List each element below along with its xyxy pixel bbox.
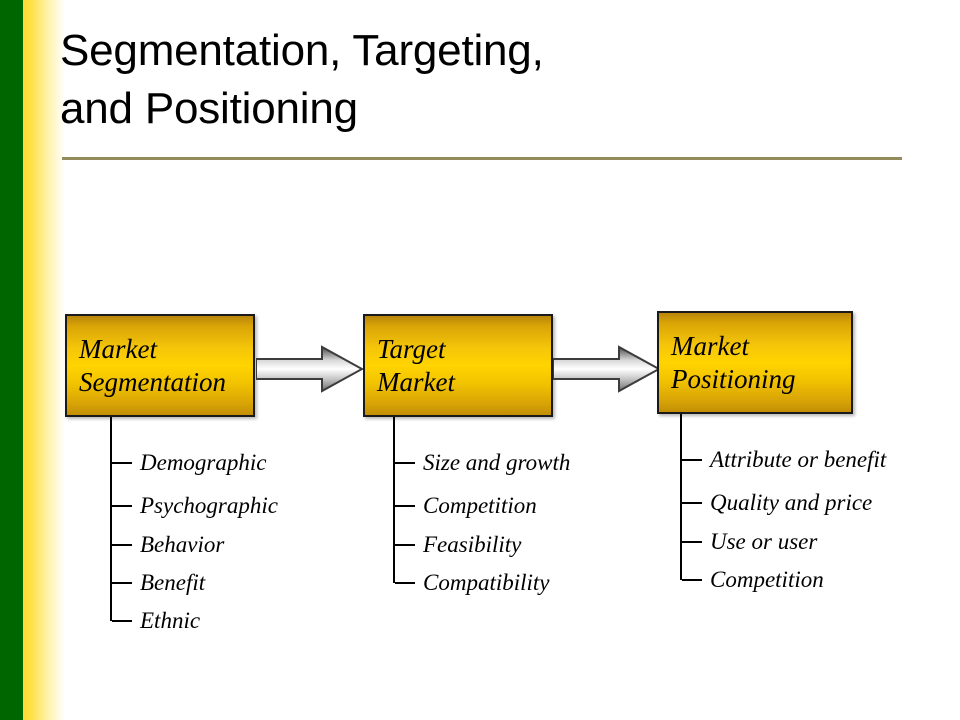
title-underline-rule: [62, 157, 902, 160]
branch-dash-icon: [112, 582, 132, 584]
branch-dash-icon: [395, 462, 415, 464]
branch-dash-icon: [682, 502, 702, 504]
branch-dash-icon: [682, 459, 702, 461]
list-item-label: Quality and price: [710, 490, 873, 515]
list-item-label: Size and growth: [423, 450, 571, 475]
list-item-label: Competition: [710, 567, 824, 592]
branch-dash-icon: [112, 544, 132, 546]
branch-dash-icon: [395, 505, 415, 507]
list-item-label: Demographic: [140, 450, 267, 475]
branch-stem: [393, 417, 395, 583]
left-yellow-gradient-stripe: [23, 0, 65, 720]
process-box-market-positioning[interactable]: Market Positioning: [657, 311, 853, 414]
process-box-label: Market Segmentation: [79, 333, 226, 397]
branch-stem: [110, 417, 112, 621]
list-item-label: Psychographic: [140, 493, 278, 518]
process-box-label: Market Positioning: [671, 330, 796, 394]
branch-dash-icon: [395, 544, 415, 546]
branch-dash-icon: [682, 541, 702, 543]
list-item-label: Use or user: [710, 529, 818, 554]
branch-dash-icon: [112, 505, 132, 507]
process-box-target-market[interactable]: Target Market: [363, 314, 553, 417]
list-item-label: Ethnic: [140, 608, 201, 633]
process-box-market-segmentation[interactable]: Market Segmentation: [65, 314, 255, 417]
page-title: Segmentation, Targeting, and Positioning: [60, 26, 544, 133]
list-item-label: Feasibility: [423, 532, 522, 557]
branch-dash-icon: [112, 620, 132, 622]
arrow-right-icon-1: [256, 345, 364, 393]
process-box-label: Target Market: [377, 333, 455, 397]
branch-dash-icon: [682, 579, 702, 581]
left-green-stripe: [0, 0, 23, 720]
list-item-label: Behavior: [140, 532, 225, 557]
list-item-label: Competition: [423, 493, 537, 518]
list-item-label: Attribute or benefit: [710, 447, 887, 472]
branch-dash-icon: [395, 582, 415, 584]
arrow-right-icon-2: [553, 345, 661, 393]
list-item-label: Compatibility: [423, 570, 550, 595]
list-item-label: Benefit: [140, 570, 206, 595]
branch-stem: [680, 414, 682, 580]
branch-dash-icon: [112, 462, 132, 464]
